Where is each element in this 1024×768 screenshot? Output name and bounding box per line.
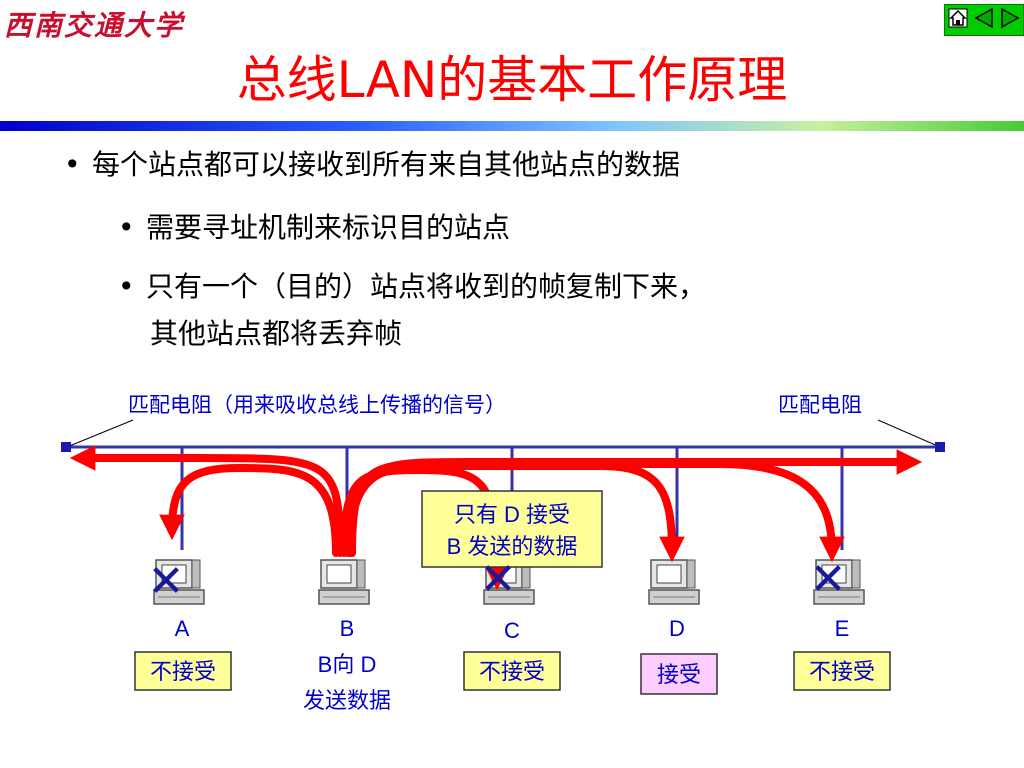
callout-line2: B 发送的数据 [447, 534, 578, 559]
status-text-a: 不接受 [150, 659, 216, 684]
terminator-left-label: 匹配电阻（用来吸收总线上传播的信号） [128, 394, 506, 417]
station-b-note-line2: 发送数据 [303, 688, 391, 713]
station-b-note-line1: B向 D [318, 652, 377, 677]
reject-mark-e: ✕ [810, 554, 847, 605]
bullet-3-text-line2: 其他站点都将丢弃帧 [150, 317, 403, 350]
status-text-c: 不接受 [479, 659, 545, 684]
computer-d [648, 559, 700, 605]
page-title: 总线LAN的基本工作原理 [236, 51, 788, 109]
bullet-1: • 每个站点都可以接收到所有来自其他站点的数据 [64, 143, 680, 183]
terminator-right-label: 匹配电阻 [778, 394, 862, 417]
status-box-d [640, 653, 718, 695]
terminator-right-pointer [877, 419, 941, 448]
status-box-e [793, 651, 891, 691]
callout-line1: 只有 D 接受 [454, 502, 570, 527]
signal-arrow-to-a [159, 463, 340, 557]
nav-controls [944, 4, 1024, 36]
bullet-3: • 只有一个（目的）站点将收到的帧复制下来， [118, 265, 706, 305]
status-text-d: 接受 [657, 662, 701, 687]
reject-mark-c: ✕ [480, 554, 517, 605]
bullet-marker: • [118, 270, 135, 303]
reject-mark-a: ✕ [148, 556, 185, 607]
terminator-right [935, 442, 945, 452]
home-icon[interactable] [948, 8, 968, 32]
university-logo: 西南交通大学 [4, 9, 185, 42]
bullet-marker: • [64, 148, 81, 181]
signal-arrow-left [69, 445, 344, 557]
station-label-e: E [835, 616, 850, 641]
station-label-d: D [669, 616, 685, 641]
next-arrow-icon[interactable] [1000, 7, 1020, 33]
terminator-left-pointer [66, 419, 134, 448]
bullet-1-text: 每个站点都可以接收到所有来自其他站点的数据 [92, 148, 681, 181]
status-box-a [134, 651, 232, 691]
prev-arrow-icon[interactable] [974, 7, 994, 33]
station-label-a: A [175, 616, 190, 641]
computer-b [318, 559, 370, 605]
terminator-left [61, 442, 71, 452]
bullet-2: • 需要寻址机制来标识目的站点 [118, 206, 510, 246]
bullet-marker: • [118, 211, 135, 244]
bullet-3-text-line1: 只有一个（目的）站点将收到的帧复制下来， [146, 270, 707, 303]
station-label-c: C [504, 618, 520, 643]
signal-arrow-to-e [346, 460, 845, 563]
status-box-c [463, 651, 561, 691]
callout-box [421, 490, 603, 568]
title-divider [0, 121, 1024, 131]
station-label-b: B [340, 616, 355, 641]
bullet-2-text: 需要寻址机制来标识目的站点 [146, 211, 511, 244]
status-text-e: 不接受 [809, 659, 875, 684]
